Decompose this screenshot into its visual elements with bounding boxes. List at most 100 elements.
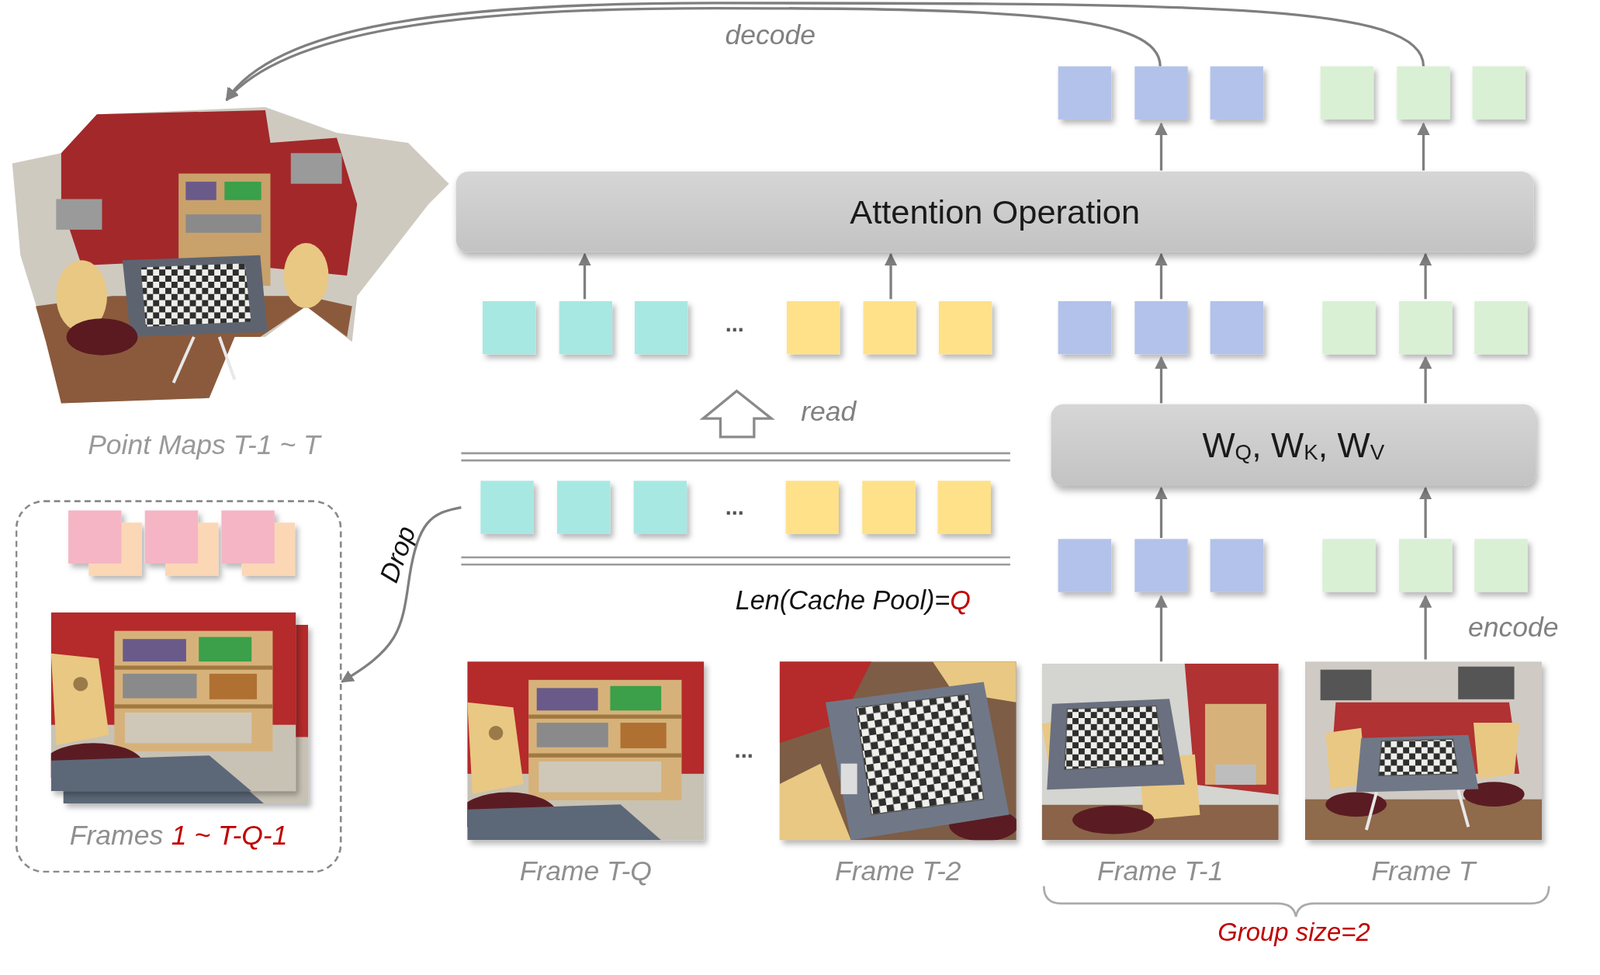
token-squares xyxy=(1134,65,1188,119)
frame-images xyxy=(779,661,1019,841)
token-squares xyxy=(482,301,536,354)
token-squares xyxy=(1474,301,1528,354)
token-squares xyxy=(480,480,534,534)
point-cloud xyxy=(283,242,330,309)
flow-arrows xyxy=(583,253,586,299)
text-line: Frame T-1 xyxy=(1042,855,1279,887)
flow-label: decode xyxy=(725,20,817,52)
projection-box: WQ, WK, WV xyxy=(1051,404,1537,486)
token-squares xyxy=(1472,65,1526,119)
token-squares xyxy=(786,301,840,354)
flow-arrows xyxy=(1160,595,1163,662)
token-squares xyxy=(1210,65,1264,119)
frame-node: Frame T xyxy=(1305,661,1542,894)
token-squares xyxy=(1399,301,1452,354)
token-squares xyxy=(1134,301,1188,354)
node-text: Q xyxy=(949,585,971,616)
frame-images xyxy=(42,612,296,791)
flow-arrows xyxy=(1423,253,1427,299)
point-cloud xyxy=(140,263,251,327)
token-squares xyxy=(786,480,839,534)
token-squares xyxy=(1058,301,1112,354)
frame-images xyxy=(1305,661,1542,840)
cache-pool: Len(Cache Pool)=Q xyxy=(460,449,1010,621)
subscript-text: V xyxy=(1370,439,1385,465)
flow-arrows xyxy=(889,253,892,299)
token-squares xyxy=(559,301,613,354)
point-cloud xyxy=(122,255,268,337)
token-squares xyxy=(1320,65,1374,119)
subscript-text: K xyxy=(1303,439,1318,465)
token-squares xyxy=(1396,65,1450,119)
point-cloud xyxy=(290,152,343,184)
node-text: Attention Operation xyxy=(849,192,1140,232)
node-text: W xyxy=(1201,425,1235,465)
point-cloud xyxy=(224,181,261,201)
frame-images xyxy=(1042,663,1279,841)
token-squares xyxy=(1322,538,1375,592)
point-cloud xyxy=(173,336,194,383)
text-line: Point Maps T-1 ~ T xyxy=(0,429,429,462)
dropped-frames-box: Frames 1 ~ T-Q-1 xyxy=(15,499,343,873)
point-cloud xyxy=(55,198,102,229)
token-squares xyxy=(1322,301,1375,354)
point-cloud xyxy=(65,318,138,355)
token-squares xyxy=(634,301,688,354)
token-squares xyxy=(1134,538,1188,592)
attention-box: Attention Operation xyxy=(456,171,1535,253)
flow-arrows xyxy=(1423,488,1427,538)
token-squares xyxy=(68,510,122,564)
cache-pool-rails xyxy=(460,453,1010,565)
token-squares xyxy=(1210,538,1264,592)
flow-arrows xyxy=(1423,356,1427,403)
text-line: WQ, WK, WV xyxy=(1051,404,1537,486)
cache-pool-rails xyxy=(460,452,1010,455)
point-cloud xyxy=(12,107,450,403)
flow-arrows xyxy=(1422,123,1425,170)
token-squares xyxy=(557,480,610,534)
text-line: Frame T-Q xyxy=(467,855,704,887)
token-squares xyxy=(221,510,274,564)
node-text: Frame T-Q xyxy=(519,855,652,886)
connector-arrow xyxy=(342,507,462,683)
flow-label: encode xyxy=(1468,611,1559,644)
cache-pool-rails xyxy=(460,556,1010,559)
token-squares xyxy=(938,480,991,534)
ellipsis: ... xyxy=(725,311,745,338)
flow-arrows xyxy=(1423,595,1427,660)
flow-arrows xyxy=(1160,253,1163,299)
group-size-label: Group size=2 xyxy=(1217,917,1370,947)
node-text: , W xyxy=(1251,425,1304,465)
cache-pool-rails xyxy=(460,459,1010,462)
node-text: Frame T-1 xyxy=(1097,855,1223,886)
ellipsis: ... xyxy=(725,493,745,520)
token-squares xyxy=(1474,538,1528,592)
text-line: Frame T xyxy=(1305,855,1542,887)
node-text: , W xyxy=(1318,425,1371,465)
frame-node: Frame T-Q xyxy=(467,661,704,894)
token-squares xyxy=(1210,301,1264,354)
edge-label: Drop xyxy=(373,521,423,587)
read-arrow xyxy=(703,391,772,437)
node-text: 1 ~ T-Q-1 xyxy=(171,819,288,850)
flow-label: read xyxy=(800,396,856,429)
token-squares xyxy=(938,301,992,354)
cache-pool-rails xyxy=(460,563,1010,566)
node-text: Frames xyxy=(69,819,163,850)
point-cloud xyxy=(12,107,450,403)
decode-arrows xyxy=(226,8,1161,101)
frame-node: Frame T-1 xyxy=(1042,661,1279,894)
node-text: Point Maps T-1 ~ T xyxy=(87,429,321,461)
flow-arrows xyxy=(1160,356,1163,403)
text-line: Attention Operation xyxy=(456,171,1535,253)
token-squares xyxy=(862,480,915,534)
token-squares xyxy=(633,480,687,534)
text-line: Frame T-2 xyxy=(779,855,1017,887)
token-squares xyxy=(1399,538,1452,592)
subscript-text: Q xyxy=(1235,439,1253,465)
token-squares xyxy=(68,65,1528,592)
